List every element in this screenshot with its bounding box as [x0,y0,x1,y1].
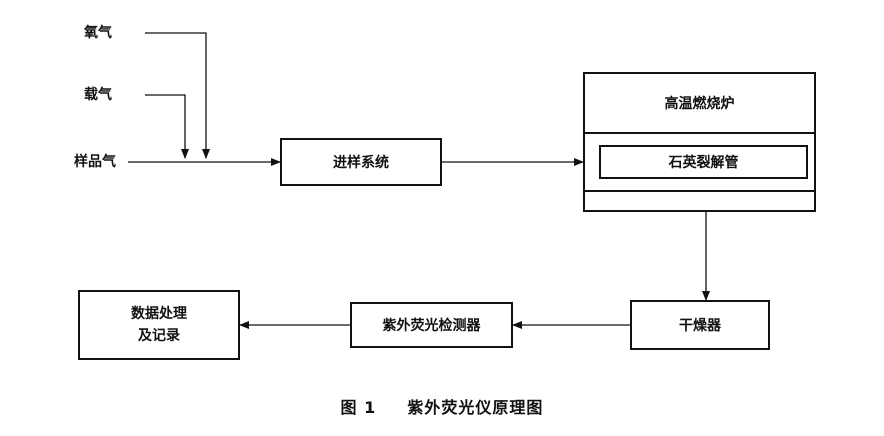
data-processing-label-line2: 及记录 [138,328,180,344]
uv-detector-label: 紫外荧光检测器 [382,318,481,334]
dryer-label: 干燥器 [679,318,721,334]
quartz-tube-label: 石英裂解管 [668,155,739,171]
carrier-line [145,94,189,159]
carrier-gas-label: 载气 [84,87,112,103]
injection-system-label: 进样系统 [333,155,389,171]
figure-caption: 图 1 紫外荧光仪原理图 [0,394,884,418]
sample-gas-label: 样品气 [74,154,116,170]
data-processing-label-line1: 数据处理 [131,306,187,322]
furnace-divider-top [585,132,814,134]
figure-title: 紫外荧光仪原理图 [407,398,544,417]
furnace-divider-bottom [585,190,814,192]
furnace-title-cell: 高温燃烧炉 [585,74,814,132]
dryer-box: 干燥器 [630,300,770,350]
uv-detector-box: 紫外荧光检测器 [350,302,513,348]
injection-system-box: 进样系统 [280,138,442,186]
oxygen-line [145,32,210,159]
furnace-label: 高温燃烧炉 [664,96,735,112]
high-temp-furnace-box: 高温燃烧炉 石英裂解管 [583,72,816,212]
oxygen-label: 氧气 [84,25,112,41]
data-processing-box: 数据处理 及记录 [78,290,240,360]
figure-number: 图 1 [340,398,377,417]
quartz-tube-box: 石英裂解管 [599,145,808,179]
